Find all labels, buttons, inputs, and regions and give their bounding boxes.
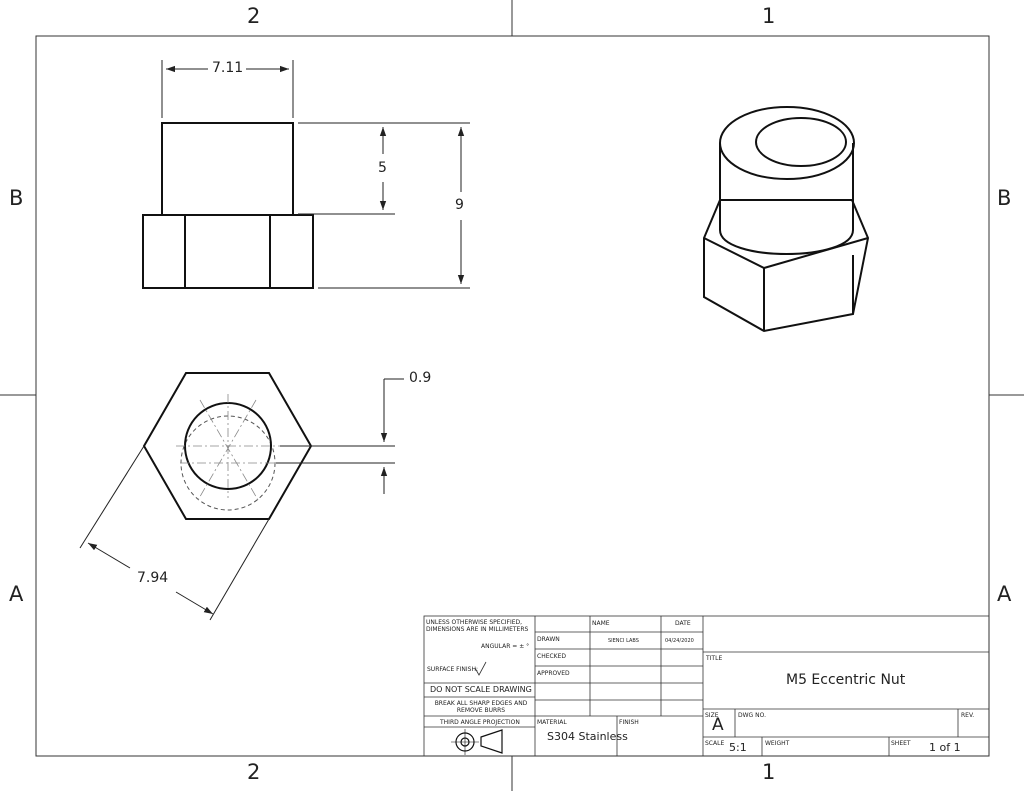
dwg-no-label: DWG NO. [738, 712, 766, 719]
title-label: TITLE [706, 655, 723, 662]
do-not-scale-note: DO NOT SCALE DRAWING [430, 685, 532, 694]
sheet-value: 1 of 1 [929, 741, 961, 754]
projection-label: THIRD ANGLE PROJECTION [440, 719, 520, 726]
size-label: SIZE [705, 712, 719, 719]
finish-label: FINISH [619, 719, 639, 726]
name-header: NAME [592, 620, 610, 627]
dim-offset: 0.9 [407, 370, 434, 386]
zone-label-bottom-2: 2 [247, 760, 261, 784]
break-edges-note: BREAK ALL SHARP EDGES AND REMOVE BURRS [434, 700, 528, 714]
approved-label: APPROVED [537, 670, 570, 677]
zone-label-right-b: B [997, 186, 1012, 210]
front-view [142, 122, 314, 289]
zone-label-top-1: 1 [762, 4, 776, 28]
dim-width: 7.11 [210, 60, 246, 76]
material-value: S304 Stainless [547, 730, 628, 743]
weight-label: WEIGHT [765, 740, 790, 747]
dim-total-height: 9 [453, 197, 466, 213]
zone-label-left-b: B [9, 186, 24, 210]
checked-label: CHECKED [537, 653, 567, 660]
drawn-label: DRAWN [537, 636, 560, 643]
title-block-grid [423, 615, 990, 757]
material-label: MATERIAL [537, 719, 567, 726]
iso-bore [755, 117, 847, 167]
surface-finish-label: SURFACE FINISH: [427, 666, 478, 673]
zone-label-top-2: 2 [247, 4, 261, 28]
third-angle-projection-icon [451, 729, 503, 755]
iso-cylinder-top [719, 106, 855, 180]
zone-label-left-a: A [9, 582, 24, 606]
drawn-name: SIENCI LABS [608, 638, 639, 644]
zone-label-right-a: A [997, 582, 1012, 606]
angular-tolerance: ANGULAR = ± ° [481, 643, 530, 650]
size-value: A [712, 715, 724, 735]
rev-label: REV. [961, 712, 975, 719]
scale-label: SCALE [705, 740, 725, 747]
date-header: DATE [675, 620, 691, 627]
zone-label-bottom-1: 1 [762, 760, 776, 784]
sheet-label: SHEET [891, 740, 911, 747]
dim-across-flats: 7.94 [135, 570, 171, 586]
isometric-view [703, 106, 870, 333]
front-view-hex-body [142, 214, 314, 289]
iso-hex-outline [703, 199, 870, 333]
front-view-upper-cylinder [161, 122, 294, 216]
front-view-dimensions [161, 60, 470, 289]
drawing-title: M5 Eccentric Nut [786, 672, 906, 688]
scale-value: 5:1 [729, 741, 747, 754]
top-view-dimensions [79, 378, 404, 621]
surface-finish-icon [474, 661, 487, 676]
tolerance-note: UNLESS OTHERWISE SPECIFIED, DIMENSIONS A… [426, 619, 529, 633]
iso-cylinder [719, 143, 854, 255]
drawn-date: 04/24/2020 [665, 638, 694, 644]
dim-upper-height: 5 [376, 160, 389, 176]
